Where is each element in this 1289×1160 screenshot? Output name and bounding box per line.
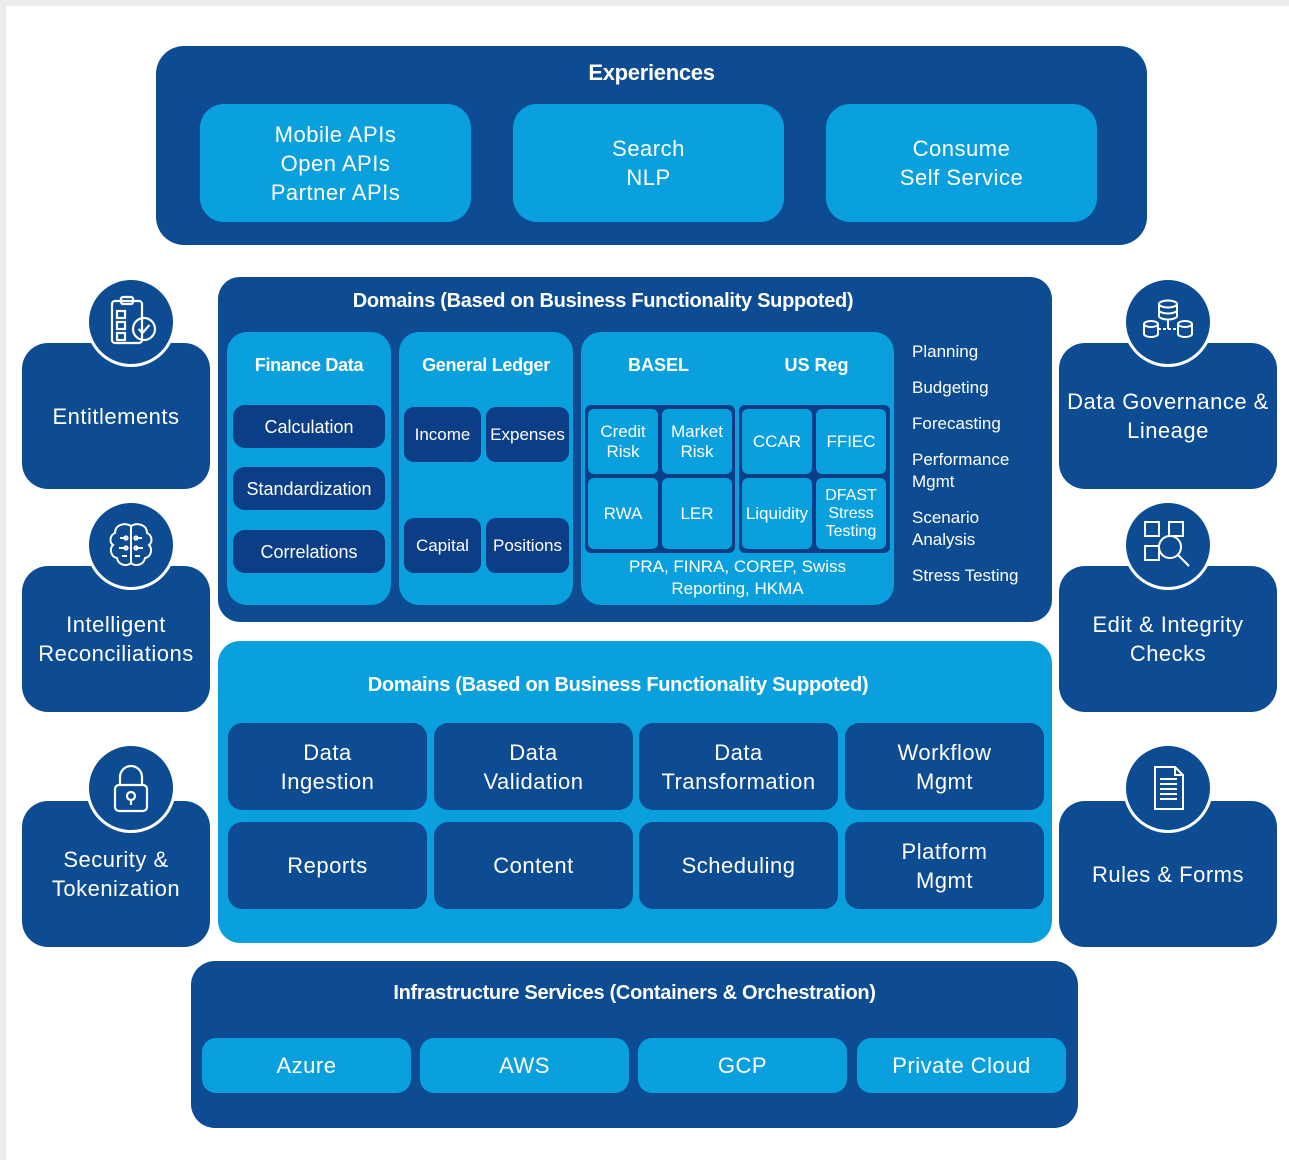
data-transformation-cell: Data Transformation <box>639 723 838 810</box>
experiences-title: Experiences <box>588 60 715 85</box>
planning-list: Planning Budgeting Forecasting Performan… <box>912 341 1052 601</box>
credit-risk-cell: Credit Risk <box>588 409 658 474</box>
data-ingestion-cell: Data Ingestion <box>228 723 427 810</box>
rwa-cell: RWA <box>588 478 658 549</box>
azure-cell: Azure <box>202 1038 411 1093</box>
ffiec-cell: FFIEC <box>816 409 886 474</box>
security-label: Security & Tokenization <box>51 847 181 901</box>
basel-grid: Credit Risk Market Risk RWA LER <box>585 405 735 553</box>
ccar-cell: CCAR <box>742 409 812 474</box>
list-item: Stress Testing <box>912 566 1019 585</box>
padlock-icon <box>86 743 176 833</box>
rules-forms-label: Rules & Forms <box>1092 861 1244 887</box>
data-governance-label: Data Governance & Lineage <box>1067 389 1269 443</box>
regulatory-block: BASEL US Reg Credit Risk Market Risk RWA… <box>581 332 894 605</box>
clipboard-check-icon <box>86 277 176 367</box>
domains-top-panel: Domains (Based on Business Functionality… <box>218 277 1052 622</box>
brain-icon <box>86 500 176 590</box>
list-item: Forecasting <box>912 414 1001 433</box>
list-item: Budgeting <box>912 378 989 397</box>
scheduling-cell: Scheduling <box>639 822 838 909</box>
usreg-grid: CCAR FFIEC Liquidity DFAST Stress Testin… <box>739 405 890 553</box>
edit-integrity-label: Edit & Integrity Checks <box>1092 612 1244 666</box>
domains-bottom-title: Domains (Based on Business Functionality… <box>367 673 869 696</box>
edit-integrity-box: Edit & Integrity Checks <box>1059 566 1277 712</box>
finance-data-block: Finance Data Calculation Standardization… <box>227 332 391 605</box>
database-network-icon <box>1123 277 1213 367</box>
aws-cell: AWS <box>420 1038 629 1093</box>
basel-title: BASEL <box>627 354 689 375</box>
consume-card: Consume Self Service <box>826 104 1097 222</box>
list-item: Planning <box>912 342 979 361</box>
content-cell: Content <box>434 822 633 909</box>
magnifier-blocks-icon <box>1123 500 1213 590</box>
workflow-mgmt-cell: Workflow Mgmt <box>845 723 1044 810</box>
data-governance-box: Data Governance & Lineage <box>1059 343 1277 489</box>
positions-cell: Positions <box>486 518 569 573</box>
reconciliations-label: Intelligent Reconciliations <box>38 612 194 666</box>
ler-cell: LER <box>662 478 732 549</box>
list-item: Performance Mgmt <box>912 450 1010 491</box>
domains-bottom-panel: Domains (Based on Business Functionality… <box>218 641 1052 943</box>
platform-mgmt-cell: Platform Mgmt <box>845 822 1044 909</box>
infrastructure-title: Infrastructure Services (Containers & Or… <box>393 981 876 1004</box>
dfast-cell: DFAST Stress Testing <box>816 478 886 549</box>
income-cell: Income <box>404 407 481 462</box>
entitlements-box: Entitlements <box>22 343 210 489</box>
reporting-text: PRA, FINRA, COREP, Swiss Reporting, HKMA <box>629 557 846 598</box>
liquidity-cell: Liquidity <box>742 478 812 549</box>
usreg-title: US Reg <box>784 354 849 375</box>
reconciliations-box: Intelligent Reconciliations <box>22 566 210 712</box>
experiences-panel: Experiences Mobile APIs Open APIs Partne… <box>156 46 1147 245</box>
architecture-diagram: Experiences Mobile APIs Open APIs Partne… <box>6 6 1289 1160</box>
security-box: Security & Tokenization <box>22 801 210 947</box>
capital-cell: Capital <box>404 518 481 573</box>
market-risk-cell: Market Risk <box>662 409 732 474</box>
domains-top-title: Domains (Based on Business Functionality… <box>352 289 854 312</box>
gcp-cell: GCP <box>638 1038 847 1093</box>
infrastructure-panel: Infrastructure Services (Containers & Or… <box>191 961 1078 1128</box>
expenses-cell: Expenses <box>486 407 569 462</box>
calculation-cell: Calculation <box>233 405 385 448</box>
general-ledger-block: General Ledger Income Expenses Capital P… <box>399 332 573 605</box>
standardization-cell: Standardization <box>233 467 385 510</box>
entitlements-label: Entitlements <box>52 403 180 429</box>
list-item: Scenario Analysis <box>912 508 980 549</box>
general-ledger-title: General Ledger <box>422 354 550 375</box>
document-icon <box>1123 743 1213 833</box>
search-card: Search NLP <box>513 104 784 222</box>
api-card: Mobile APIs Open APIs Partner APIs <box>200 104 471 222</box>
private-cloud-cell: Private Cloud <box>857 1038 1066 1093</box>
data-validation-cell: Data Validation <box>434 723 633 810</box>
finance-data-title: Finance Data <box>254 354 364 375</box>
reports-cell: Reports <box>228 822 427 909</box>
correlations-cell: Correlations <box>233 530 385 573</box>
